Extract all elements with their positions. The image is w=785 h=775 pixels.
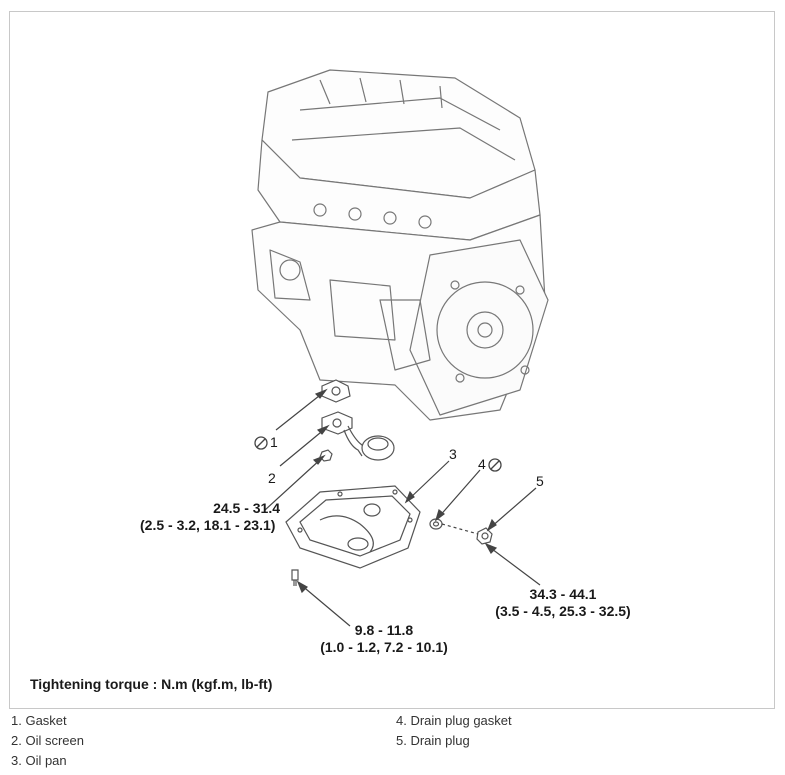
leader-lines xyxy=(264,388,541,627)
legend-item-oil-screen: 2. Oil screen xyxy=(11,733,84,748)
circle-slash-icon xyxy=(488,458,502,472)
torque-oil-pan-units: (1.0 - 1.2, 7.2 - 10.1) xyxy=(320,639,448,655)
torque-oil-screen-value: 24.5 - 31.4 xyxy=(213,500,280,516)
legend-item-oil-pan: 3. Oil pan xyxy=(11,753,67,768)
circle-slash-icon xyxy=(254,436,268,450)
gasket-part xyxy=(321,379,351,403)
torque-drain-plug-units: (3.5 - 4.5, 25.3 - 32.5) xyxy=(495,603,631,619)
oil-screen-part xyxy=(319,411,395,462)
engine-illustration xyxy=(251,69,549,421)
oil-pan-part xyxy=(285,485,421,586)
callout-1: 1 xyxy=(270,434,278,450)
callout-5: 5 xyxy=(536,473,544,489)
torque-drain-plug-value: 34.3 - 44.1 xyxy=(529,586,597,602)
torque-oil-pan-value: 9.8 - 11.8 xyxy=(354,622,414,638)
callout-4: 4 xyxy=(478,456,486,472)
legend-item-drain-plug: 5. Drain plug xyxy=(396,733,470,748)
legend-item-drain-plug-gasket: 4. Drain plug gasket xyxy=(396,713,512,728)
legend-item-gasket: 1. Gasket xyxy=(11,713,67,728)
callout-3: 3 xyxy=(449,446,457,462)
tightening-torque-note: Tightening torque : N.m (kgf.m, lb-ft) xyxy=(30,676,273,692)
drain-plug-part xyxy=(476,527,493,545)
torque-oil-screen-units: (2.5 - 3.2, 18.1 - 23.1) xyxy=(140,517,276,533)
callout-2: 2 xyxy=(268,470,276,486)
